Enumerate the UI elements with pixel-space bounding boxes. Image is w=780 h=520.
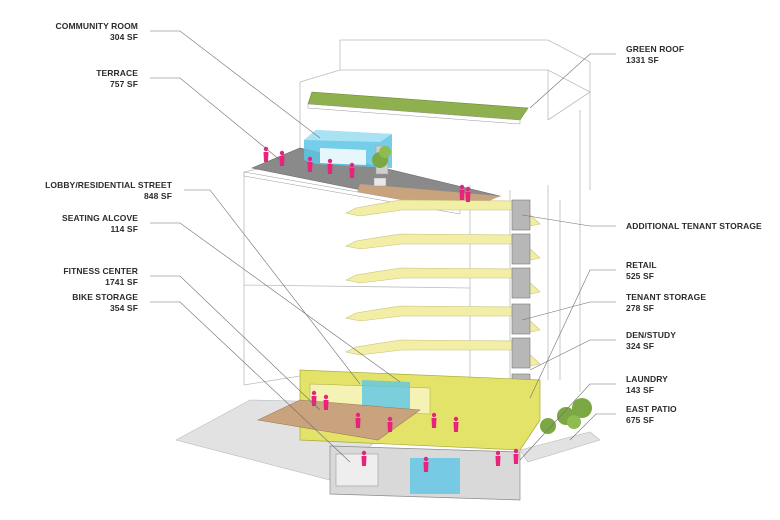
- building-outline-group: [243, 39, 591, 392]
- tenant-storage-stack: [511, 199, 531, 405]
- floor-plate-1: [345, 199, 541, 227]
- bike-storage-room: [335, 453, 379, 487]
- label-tenant-storage: TENANT STORAGE 278 SF: [626, 292, 706, 313]
- label-area: 757 SF: [109, 78, 138, 89]
- people-figures: [263, 146, 519, 472]
- label-laundry: LAUNDRY 143 SF: [626, 374, 668, 395]
- label-terrace: TERRACE 757 SF: [96, 68, 138, 89]
- label-area: 848 SF: [143, 190, 172, 201]
- label-lobby-residential-street: LOBBY/RESIDENTIAL STREET 848 SF: [45, 180, 172, 201]
- label-bike-storage: BIKE STORAGE 354 SF: [72, 292, 138, 313]
- label-name: DEN/STUDY: [626, 330, 677, 340]
- label-name: ADDITIONAL TENANT STORAGE: [626, 221, 762, 231]
- fitness-deck: [257, 399, 421, 441]
- label-name: RETAIL: [626, 260, 657, 270]
- label-name: COMMUNITY ROOM: [55, 21, 138, 31]
- person-figure: [307, 156, 313, 172]
- leader-fitness: [150, 275, 321, 411]
- label-area: 143 SF: [626, 384, 655, 395]
- person-figure: [349, 162, 355, 178]
- terrace-tree-icon: [372, 146, 391, 187]
- leader-seating-alcove: [150, 222, 401, 383]
- residential-floor-plates: [345, 199, 541, 367]
- label-name: LAUNDRY: [626, 374, 668, 384]
- person-figure: [323, 394, 329, 410]
- tower-side-lines: [469, 185, 561, 380]
- label-community-room: COMMUNITY ROOM 304 SF: [56, 21, 138, 42]
- label-name: EAST PATIO: [626, 404, 677, 414]
- label-area: 675 SF: [626, 414, 655, 425]
- leader-laundry: [519, 383, 616, 461]
- person-figure: [311, 390, 317, 406]
- label-name: SEATING ALCOVE: [61, 213, 138, 223]
- label-retail: RETAIL 525 SF: [626, 260, 657, 281]
- leader-community-room: [150, 30, 321, 139]
- leader-retail: [529, 269, 616, 399]
- label-area: 114 SF: [110, 223, 138, 234]
- basement-glass-room: [410, 458, 460, 494]
- label-name: LOBBY/RESIDENTIAL STREET: [45, 180, 172, 190]
- person-figure: [465, 186, 471, 202]
- label-den-study: DEN/STUDY 324 SF: [626, 330, 676, 351]
- leader-den: [529, 339, 616, 371]
- leader-lobby: [184, 189, 361, 385]
- person-figure: [431, 412, 437, 428]
- label-area: 1331 SF: [626, 54, 659, 65]
- leader-terrace: [150, 77, 281, 161]
- floor-plate-5: [345, 339, 541, 367]
- person-figure: [387, 416, 393, 432]
- person-figure: [355, 412, 361, 428]
- community-room-box: [304, 130, 392, 175]
- label-name: FITNESS CENTER: [63, 266, 138, 276]
- leader-east-patio: [569, 413, 616, 441]
- person-figure: [263, 146, 269, 162]
- floor-plate-4: [345, 305, 541, 333]
- label-green-roof: GREEN ROOF 1331 SF: [626, 44, 684, 65]
- label-area: 354 SF: [109, 302, 138, 313]
- green-roof-edge: [307, 103, 521, 125]
- person-figure: [453, 416, 459, 432]
- person-figure: [459, 184, 465, 200]
- leader-lines: [150, 30, 616, 463]
- label-area: 525 SF: [626, 270, 655, 281]
- label-name: TERRACE: [96, 68, 138, 78]
- floor-plate-2: [345, 233, 541, 261]
- label-east-patio: EAST PATIO 675 SF: [626, 404, 677, 425]
- label-name: BIKE STORAGE: [72, 292, 138, 302]
- east-patio-plane: [519, 431, 601, 463]
- leader-green-roof: [529, 53, 616, 109]
- person-figure: [279, 150, 285, 166]
- label-area: 324 SF: [626, 340, 655, 351]
- label-fitness-center: FITNESS CENTER 1741 SF: [63, 266, 138, 287]
- label-area: 304 SF: [109, 31, 138, 42]
- leader-tenant-storage: [521, 301, 616, 321]
- east-patio-trees: [540, 398, 592, 434]
- label-name: GREEN ROOF: [626, 44, 685, 54]
- label-additional-tenant-storage: ADDITIONAL TENANT STORAGE: [626, 221, 762, 232]
- floor-plate-3: [345, 267, 541, 295]
- label-seating-alcove: SEATING ALCOVE 114 SF: [62, 213, 138, 234]
- label-name: TENANT STORAGE: [626, 292, 707, 302]
- label-area: 1741 SF: [105, 276, 138, 287]
- person-figure: [327, 158, 333, 174]
- leader-additional-storage: [521, 214, 616, 227]
- person-figure: [513, 448, 519, 464]
- person-figure: [495, 450, 501, 466]
- person-figure: [361, 450, 367, 466]
- leader-bike: [150, 301, 351, 463]
- label-area: 278 SF: [626, 302, 655, 313]
- person-figure: [423, 456, 429, 472]
